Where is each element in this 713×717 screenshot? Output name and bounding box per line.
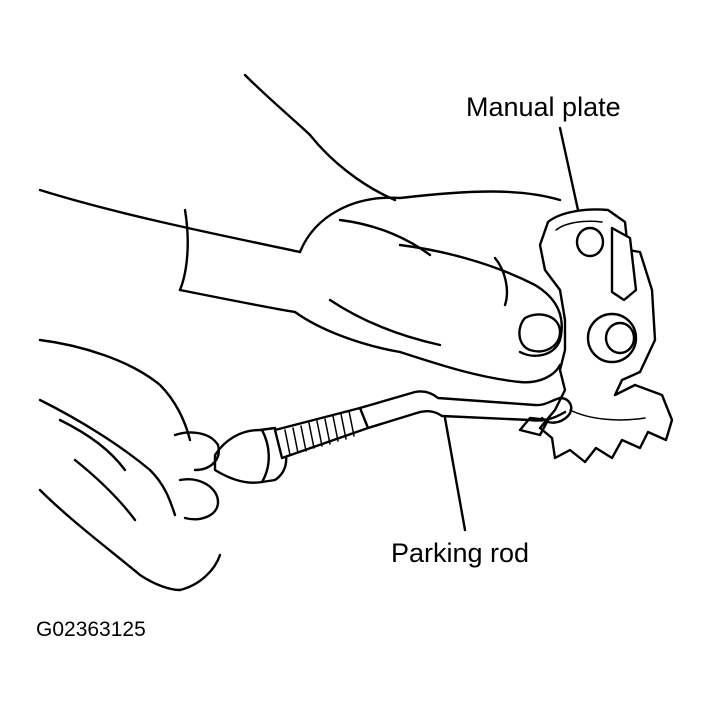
manual-plate xyxy=(538,208,674,464)
manual-plate-leader xyxy=(558,126,580,212)
right-hand xyxy=(293,190,563,384)
manual-plate-label: Manual plate xyxy=(466,92,621,122)
upper-arm xyxy=(38,73,397,314)
figure-code: G02363125 xyxy=(36,618,146,641)
rod-spring xyxy=(284,410,355,456)
parking-rod-leader xyxy=(443,416,467,532)
parking-rod-label: Parking rod xyxy=(391,538,530,568)
parking-rod xyxy=(213,390,573,484)
left-hand xyxy=(38,338,222,592)
